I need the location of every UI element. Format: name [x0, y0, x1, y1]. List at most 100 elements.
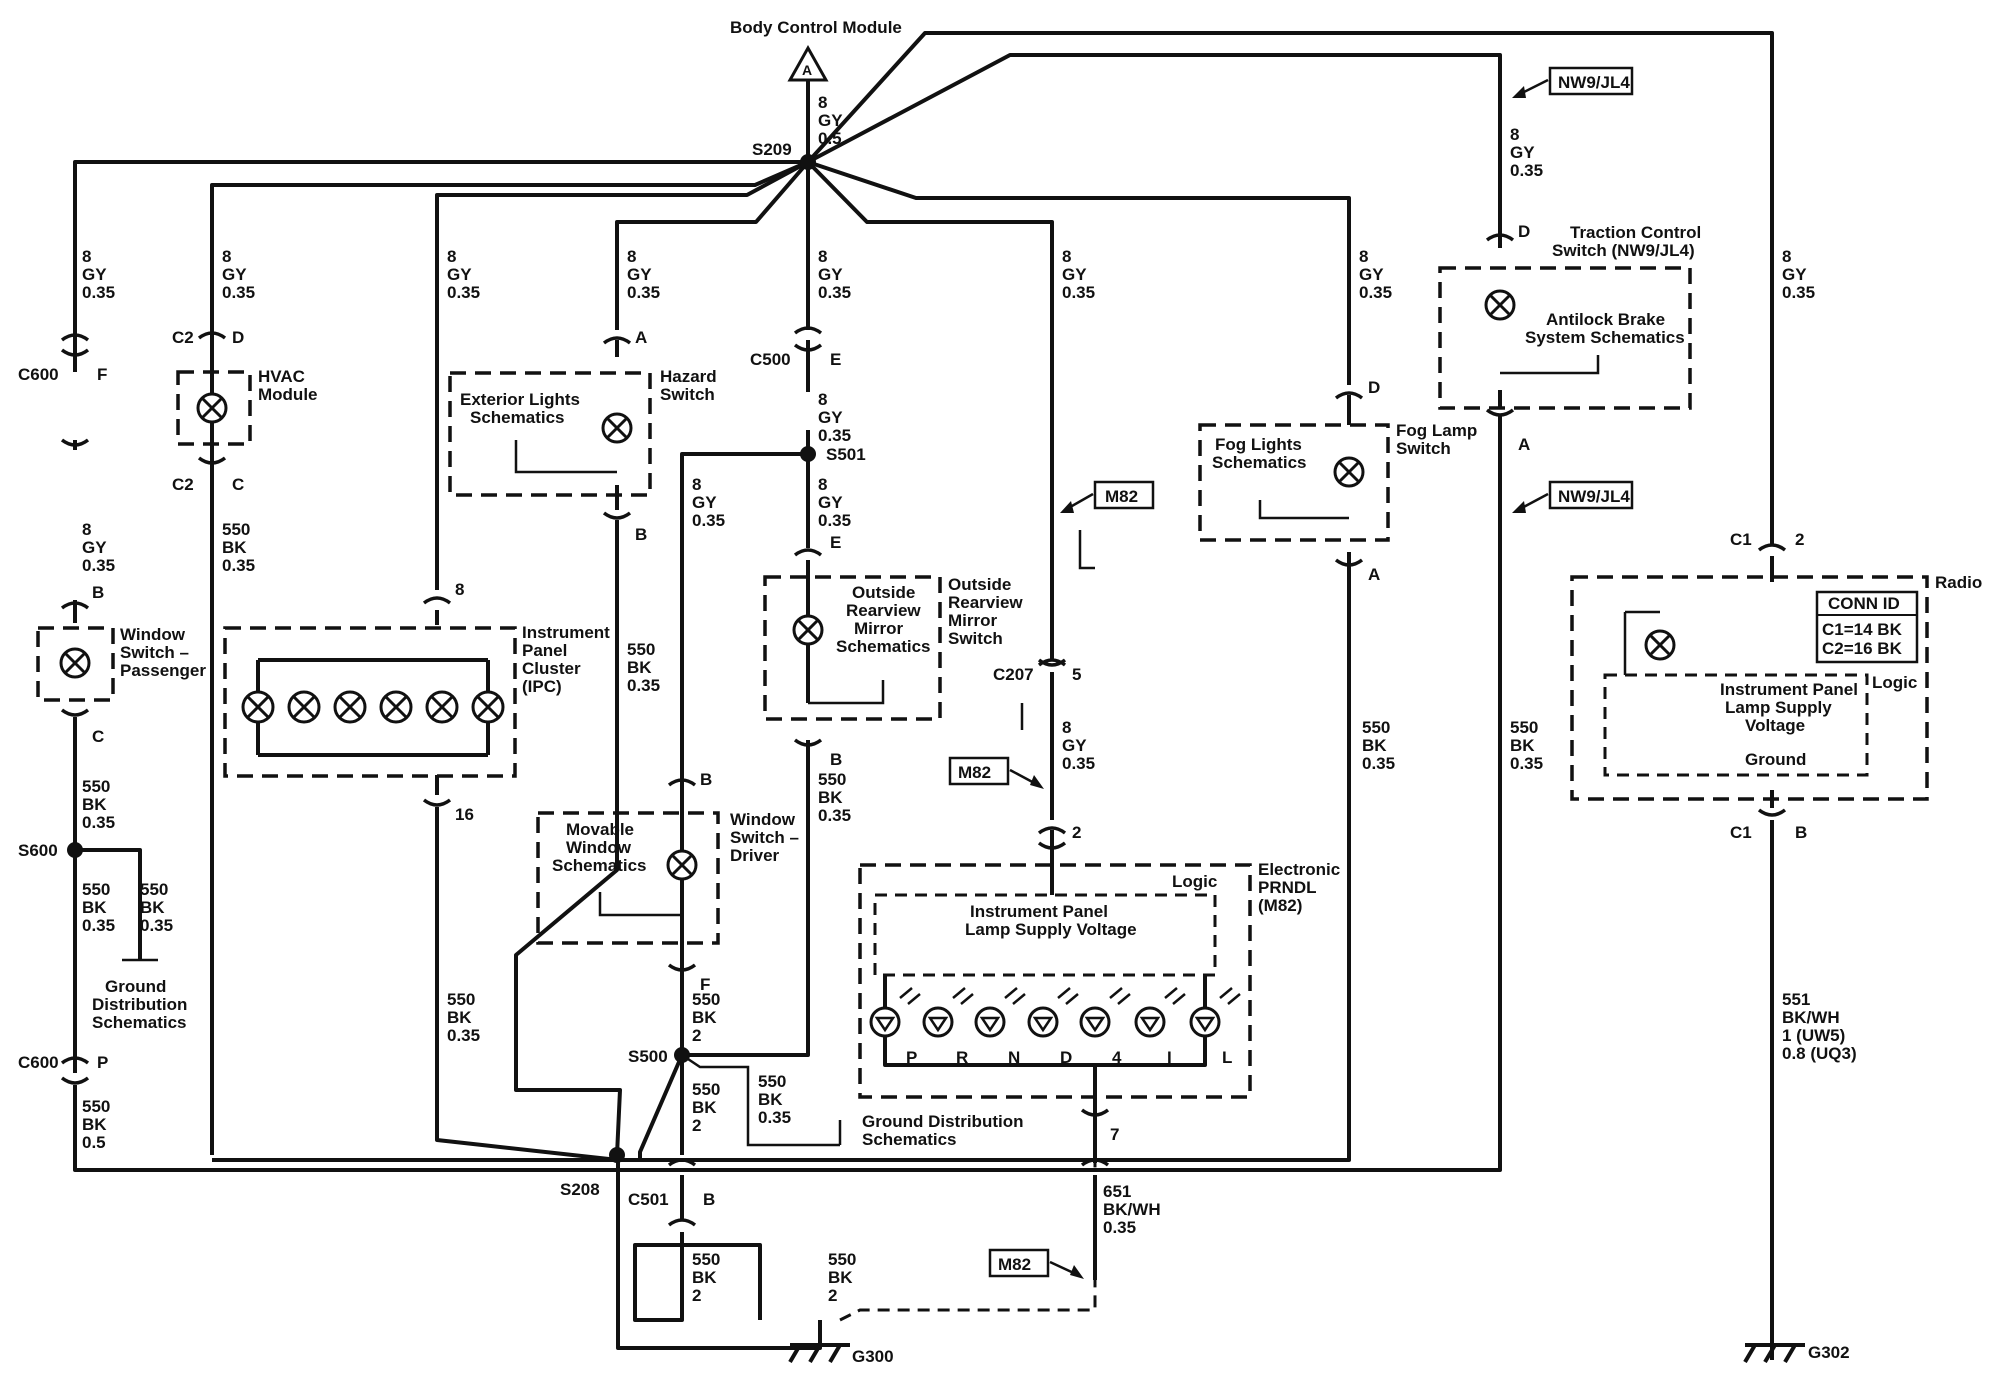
hvac-label: Module: [258, 385, 318, 404]
traction-label: Switch (NW9/JL4): [1552, 241, 1695, 260]
svg-text:P: P: [97, 1053, 108, 1072]
svg-text:8: 8: [1359, 247, 1368, 266]
svg-text:0.35: 0.35: [818, 283, 851, 302]
lamp-icon: [601, 412, 633, 444]
hazard-label: Switch: [660, 385, 715, 404]
svg-text:0.35: 0.35: [1362, 754, 1395, 773]
splice-s501: [800, 446, 816, 462]
bcm-pin: A: [802, 62, 812, 78]
svg-text:0.35: 0.35: [627, 676, 660, 695]
svg-text:2: 2: [692, 1026, 701, 1045]
svg-text:BK: BK: [447, 1008, 472, 1027]
svg-text:BK: BK: [692, 1008, 717, 1027]
svg-text:C207: C207: [993, 665, 1034, 684]
component-labels: HVAC Module Exterior Lights Schematics H…: [92, 223, 1982, 1149]
box-prndl-supply: [873, 893, 1217, 977]
window-driver-label: Switch –: [730, 828, 799, 847]
radio-label: Radio: [1935, 573, 1982, 592]
option-tag: NW9/JL4: [1548, 480, 1634, 510]
exterior-lights-label: Schematics: [470, 408, 565, 427]
ipc-lamp-row: [241, 658, 505, 757]
ipc-label: Panel: [522, 641, 567, 660]
svg-text:0.35: 0.35: [222, 283, 255, 302]
svg-text:0.35: 0.35: [1510, 754, 1543, 773]
outside-mirror-label: Mirror: [854, 619, 904, 638]
lamp-icon: [1333, 456, 1365, 488]
svg-text:0.35: 0.35: [447, 1026, 480, 1045]
svg-text:550: 550: [627, 640, 655, 659]
fog-switch-label: Switch: [1396, 439, 1451, 458]
svg-text:0.8 (UQ3): 0.8 (UQ3): [1782, 1044, 1857, 1063]
svg-text:C600: C600: [18, 1053, 59, 1072]
option-tag: M82: [948, 756, 1010, 786]
box-hazard: [448, 371, 652, 497]
svg-text:BK: BK: [82, 1115, 107, 1134]
svg-text:550: 550: [1362, 718, 1390, 737]
box-prndl: [858, 863, 1252, 1099]
svg-text:E: E: [830, 350, 841, 369]
svg-text:A: A: [1368, 565, 1380, 584]
svg-text:M82: M82: [998, 1255, 1031, 1274]
radio-supply-label: Voltage: [1745, 716, 1805, 735]
svg-text:0.35: 0.35: [818, 511, 851, 530]
svg-text:550: 550: [828, 1250, 856, 1269]
svg-text:0.35: 0.35: [447, 283, 480, 302]
prndl-label: (M82): [1258, 896, 1302, 915]
svg-text:A: A: [635, 328, 647, 347]
svg-text:D: D: [232, 328, 244, 347]
radio-supply-label: Lamp Supply: [1725, 698, 1832, 717]
svg-text:BK: BK: [627, 658, 652, 677]
ipc-label: Instrument: [522, 623, 610, 642]
window-passenger-label: Window: [120, 625, 186, 644]
component-boxes: [36, 266, 1929, 1099]
svg-text:8: 8: [1782, 247, 1791, 266]
svg-text:550: 550: [692, 1250, 720, 1269]
svg-text:0.35: 0.35: [692, 511, 725, 530]
box-window-driver: [536, 811, 720, 945]
lamp-icon: [1644, 629, 1676, 661]
movable-window-label: Window: [566, 838, 632, 857]
prndl-supply-label: Lamp Supply Voltage: [965, 920, 1137, 939]
splice-s208: [609, 1147, 625, 1163]
svg-text:GY: GY: [1062, 265, 1087, 284]
svg-text:7: 7: [1110, 1125, 1119, 1144]
svg-text:BK: BK: [828, 1268, 853, 1287]
window-driver-label: Window: [730, 810, 796, 829]
svg-text:8: 8: [818, 475, 827, 494]
svg-text:GY: GY: [692, 493, 717, 512]
ipc-label: (IPC): [522, 677, 562, 696]
lamp-icon: [1484, 289, 1516, 321]
svg-text:GY: GY: [1510, 143, 1535, 162]
svg-text:BK: BK: [82, 898, 107, 917]
svg-text:C2: C2: [172, 475, 194, 494]
svg-text:0.35: 0.35: [82, 283, 115, 302]
prndl-letter: N: [1008, 1048, 1020, 1067]
svg-text:8: 8: [692, 475, 701, 494]
svg-text:2: 2: [828, 1286, 837, 1305]
svg-text:0.35: 0.35: [627, 283, 660, 302]
connector-symbols: [60, 233, 1787, 1227]
svg-text:GY: GY: [222, 265, 247, 284]
svg-text:8: 8: [1510, 125, 1519, 144]
svg-text:GY: GY: [1782, 265, 1807, 284]
svg-text:C: C: [232, 475, 244, 494]
prndl-label: PRNDL: [1258, 878, 1317, 897]
svg-text:0.35: 0.35: [82, 916, 115, 935]
svg-text:F: F: [97, 365, 107, 384]
svg-text:8: 8: [82, 247, 91, 266]
splice-label: S208: [560, 1180, 600, 1199]
box-radio: [1570, 575, 1929, 801]
prndl-letter: I: [1167, 1048, 1172, 1067]
svg-text:NW9/JL4: NW9/JL4: [1558, 487, 1630, 506]
svg-text:8: 8: [447, 247, 456, 266]
splice-s600: [67, 842, 83, 858]
svg-text:0.35: 0.35: [1510, 161, 1543, 180]
splice-label: S209: [752, 140, 792, 159]
lamps: [59, 289, 1676, 881]
svg-text:0.35: 0.35: [82, 556, 115, 575]
svg-text:GY: GY: [818, 265, 843, 284]
svg-text:GY: GY: [1062, 736, 1087, 755]
prndl-label: Electronic: [1258, 860, 1340, 879]
